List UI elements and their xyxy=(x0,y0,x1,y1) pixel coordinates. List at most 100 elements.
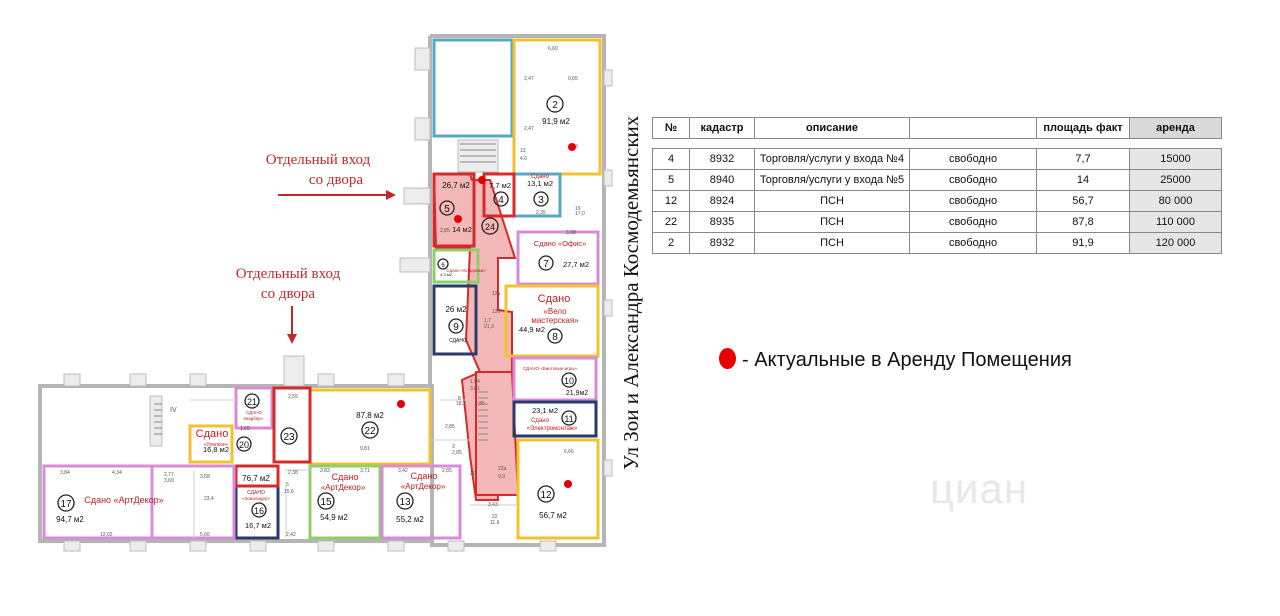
svg-text:5,66: 5,66 xyxy=(200,532,210,538)
svg-text:Сдано: Сдано xyxy=(531,174,549,180)
room-12-outline xyxy=(516,438,600,540)
room-7-outline xyxy=(516,230,600,286)
svg-text:2,59: 2,59 xyxy=(288,394,298,400)
svg-text:3,71: 3,71 xyxy=(360,468,370,474)
svg-text:«Электромонтаж»: «Электромонтаж» xyxy=(527,426,578,432)
svg-text:26,7 м2: 26,7 м2 xyxy=(442,181,470,190)
svg-text:Сдано: Сдано xyxy=(531,418,549,424)
room-6-outline xyxy=(432,248,480,284)
svg-text:21,9м2: 21,9м2 xyxy=(566,390,588,397)
room-4-outline xyxy=(482,172,516,218)
room-labels: 2 91,9 м2 3 Сдано 13,1 м2 4 7,7 м2 5 14 … xyxy=(56,100,589,530)
svg-text:Сдано: Сдано xyxy=(538,293,571,305)
svg-text:17,0: 17,0 xyxy=(575,211,585,217)
col-cadastre: кадастр xyxy=(689,117,755,139)
table-gap-row xyxy=(652,138,1222,149)
svg-text:16,7 м2: 16,7 м2 xyxy=(245,521,271,530)
svg-text:2,77: 2,77 xyxy=(164,472,174,478)
svg-text:16,8 м2: 16,8 м2 xyxy=(203,445,229,454)
room-11-outline xyxy=(512,400,598,438)
svg-text:2,85: 2,85 xyxy=(440,228,450,234)
svg-text:«Зоналидер»: «Зоналидер» xyxy=(242,496,270,501)
legend-dot-icon xyxy=(719,348,736,369)
svg-text:СДАНО: СДАНО xyxy=(449,338,467,344)
col-area: площадь факт xyxy=(1036,117,1130,139)
room-9-outline xyxy=(432,284,478,356)
entrance-annotation-1: Отдельный вход со двора xyxy=(266,152,371,188)
svg-text:4,3 м2: 4,3 м2 xyxy=(440,272,452,277)
svg-text:17: 17 xyxy=(60,499,72,510)
svg-text:3: 3 xyxy=(538,195,544,206)
svg-text:21: 21 xyxy=(247,397,257,407)
svg-text:2,35: 2,35 xyxy=(536,210,546,216)
room-8-outline xyxy=(504,284,600,358)
stair-marks xyxy=(154,143,496,441)
svg-text:4,6: 4,6 xyxy=(520,156,527,162)
svg-text:9,3: 9,3 xyxy=(498,474,505,480)
col-status xyxy=(909,117,1037,139)
svg-text:22: 22 xyxy=(492,514,498,520)
svg-text:со двора: со двора xyxy=(261,286,316,302)
svg-text:1,7: 1,7 xyxy=(484,318,491,324)
svg-text:87,8 м2: 87,8 м2 xyxy=(356,411,384,420)
svg-text:2,85: 2,85 xyxy=(452,450,462,456)
room-21-outline xyxy=(234,386,274,430)
entrance-annotation-2: Отдельный вход со двора xyxy=(236,266,341,302)
svg-text:18,2: 18,2 xyxy=(456,401,466,407)
svg-text:12,02: 12,02 xyxy=(100,532,113,538)
svg-text:56,7 м2: 56,7 м2 xyxy=(539,511,567,520)
svg-text:9: 9 xyxy=(453,322,459,333)
street-name: Ул Зои и Александра Космодемьянских xyxy=(619,115,643,470)
roman-iv: IV xyxy=(170,407,177,414)
dot-room-5 xyxy=(454,215,462,223)
svg-text:8: 8 xyxy=(552,332,558,343)
svg-text:76,7 м2: 76,7 м2 xyxy=(242,474,270,483)
svg-text:7,7 м2: 7,7 м2 xyxy=(489,181,511,190)
svg-text:3: 3 xyxy=(452,444,455,450)
dot-room-22 xyxy=(397,400,405,408)
svg-text:1,65: 1,65 xyxy=(240,426,250,432)
room-1-outline xyxy=(432,38,514,138)
svg-text:Сдано: Сдано xyxy=(411,471,438,481)
svg-text:9,81: 9,81 xyxy=(360,446,370,452)
svg-text:13: 13 xyxy=(520,148,526,154)
svg-text:6,60: 6,60 xyxy=(548,46,558,52)
svg-text:2,47: 2,47 xyxy=(524,126,534,132)
svg-text:СДАНО: СДАНО xyxy=(246,410,262,415)
svg-text:23: 23 xyxy=(283,432,295,443)
svg-text:со двора: со двора xyxy=(309,172,364,188)
svg-text:2,85: 2,85 xyxy=(442,468,452,474)
room-23-outline xyxy=(272,386,312,464)
inner-walls xyxy=(190,399,516,538)
svg-text:20: 20 xyxy=(470,471,476,477)
svg-text:11,6: 11,6 xyxy=(490,520,500,526)
col-rent: аренда xyxy=(1129,117,1222,139)
svg-text:3,43: 3,43 xyxy=(488,502,498,508)
svg-text:Отдельный вход: Отдельный вход xyxy=(236,266,341,282)
svg-text:94,7 м2: 94,7 м2 xyxy=(56,515,84,524)
col-number: № xyxy=(652,117,690,139)
svg-text:«Вело: «Вело xyxy=(543,307,567,316)
svg-text:6,66: 6,66 xyxy=(564,449,574,455)
svg-text:5: 5 xyxy=(444,204,450,215)
svg-text:Сдано: Сдано xyxy=(332,472,359,482)
dot-room-2 xyxy=(568,143,576,151)
svg-text:23,4: 23,4 xyxy=(204,496,214,502)
available-dots xyxy=(397,143,576,488)
svg-text:91,9 м2: 91,9 м2 xyxy=(542,117,570,126)
dot-room-4 xyxy=(478,176,486,184)
dot-room-12 xyxy=(564,480,572,488)
svg-text:3,61: 3,61 xyxy=(470,386,480,392)
svg-text:54,9 м2: 54,9 м2 xyxy=(320,513,348,522)
room-outlines xyxy=(42,38,602,540)
col-description: описание xyxy=(754,117,910,139)
svg-text:2: 2 xyxy=(552,100,558,111)
svg-text:1,64: 1,64 xyxy=(470,379,480,385)
room-10-outline xyxy=(512,356,598,402)
room-24-left-outline xyxy=(234,464,280,488)
svg-text:6: 6 xyxy=(441,263,445,269)
svg-text:3,98: 3,98 xyxy=(566,230,576,236)
